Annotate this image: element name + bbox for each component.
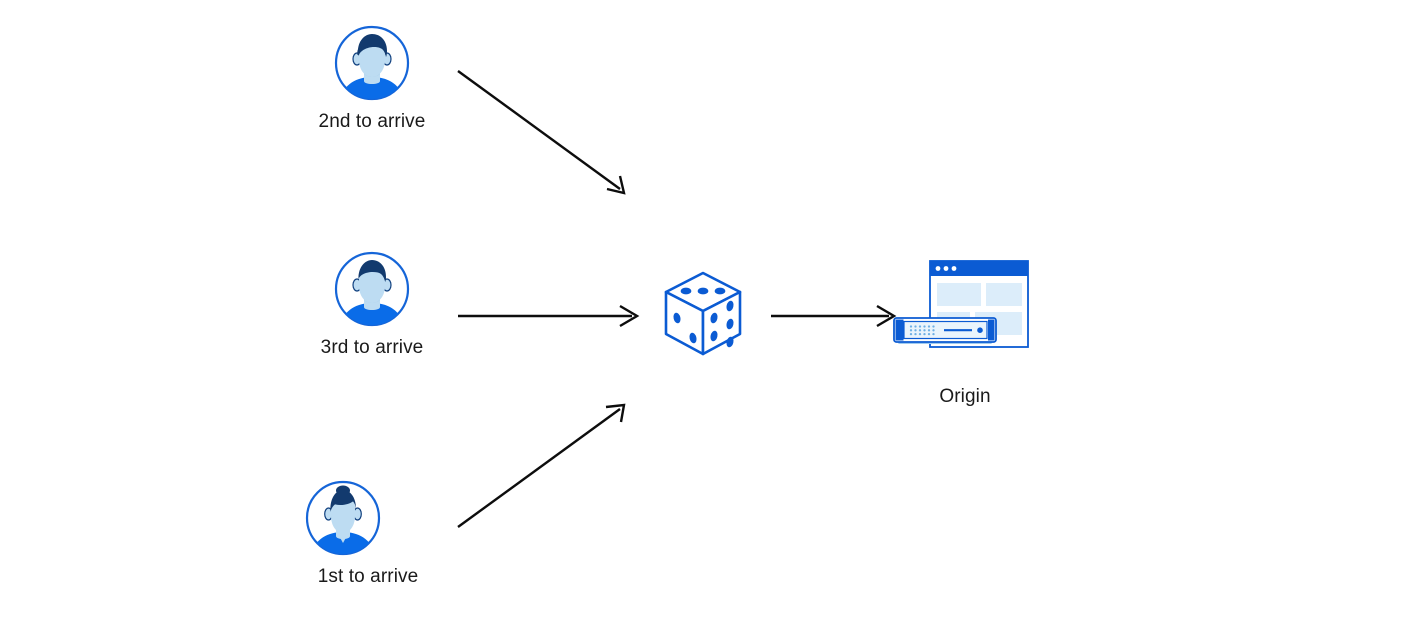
edge-2nd-to-dice: [457, 70, 626, 195]
edge-1st-to-dice: [457, 403, 626, 528]
dice-top-pips: [680, 287, 726, 295]
user-avatar-icon: [305, 480, 381, 556]
origin-label: Origin: [939, 386, 991, 407]
client-label-1st: 1st to arrive: [317, 566, 419, 587]
dice-right-pips: [710, 300, 734, 348]
client-node-3rd[interactable]: 3rd to arrive: [302, 250, 442, 359]
user-avatar-icon: [334, 251, 410, 327]
dice-icon: [664, 271, 742, 356]
user-avatar-icon: [334, 25, 410, 101]
client-label-3rd: 3rd to arrive: [320, 337, 424, 358]
client-node-2nd[interactable]: 2nd to arrive: [302, 24, 442, 133]
window-dots: [935, 266, 957, 271]
rack-server-device: [893, 317, 997, 344]
server-vent-dots: [909, 325, 935, 336]
dice-left-pips: [673, 312, 697, 344]
edge-dice-to-origin: [771, 304, 897, 328]
origin-node[interactable]: Origin: [880, 255, 1050, 408]
origin-server-icon: [893, 260, 1029, 348]
client-node-1st[interactable]: 1st to arrive: [298, 479, 438, 588]
client-label-2nd: 2nd to arrive: [318, 111, 426, 132]
edge-3rd-to-dice: [458, 304, 640, 328]
randomizer-node[interactable]: [648, 262, 758, 373]
